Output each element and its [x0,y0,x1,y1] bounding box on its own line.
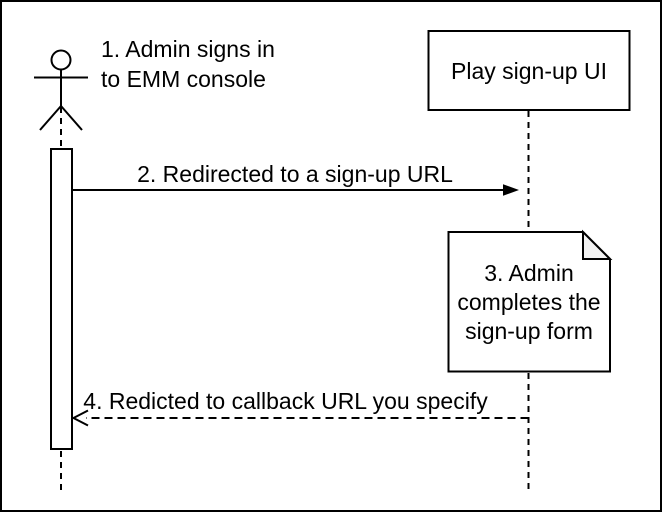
participant-box [427,30,631,111]
note-fold-icon [582,229,613,260]
message2-arrowhead-icon [503,184,519,196]
message2-arrow [72,184,519,196]
message1-label: 1. Admin signs in to EMM console [101,36,275,92]
message4-label: 4. Redicted to callback URL you specify [83,388,488,414]
actor-figure [34,49,88,131]
actor-leg-right [60,105,83,131]
participant-box-label: Play sign-up UI [451,57,607,84]
note-label: 3. Admin completes the sign-up form [457,259,601,344]
actor-leg-left [39,105,62,131]
message2-label: 2. Redirected to a sign-up URL [137,161,453,187]
message4-arrow [71,409,529,427]
actor-activation-bar [50,148,73,450]
note-shape [447,229,613,373]
message4-open-arrowhead-icon [71,409,89,427]
note-body [447,231,611,373]
actor-head [50,49,72,71]
